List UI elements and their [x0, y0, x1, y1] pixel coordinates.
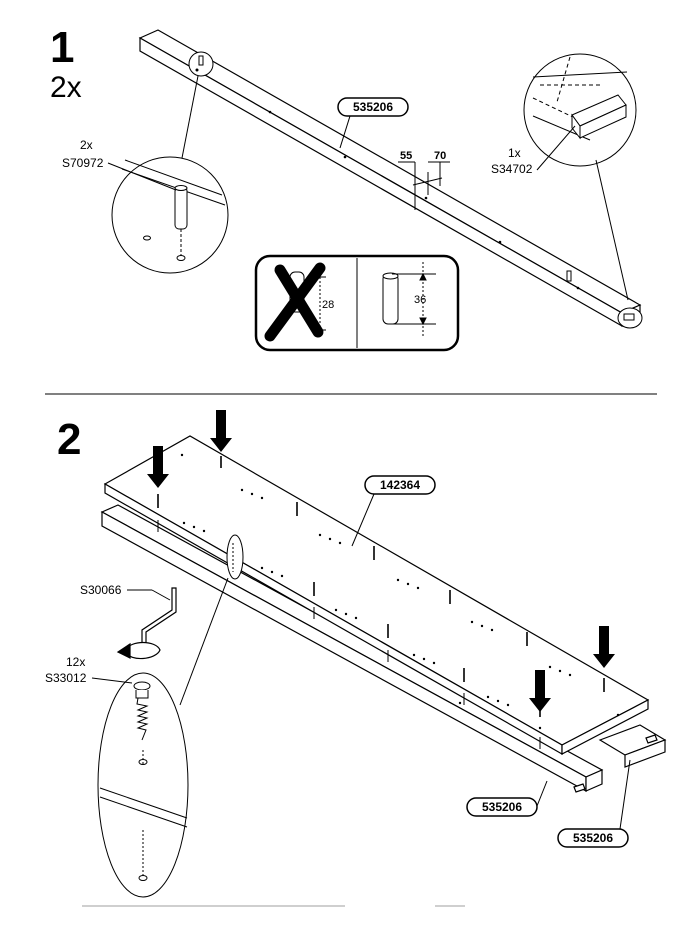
step-2-number: 2 — [57, 415, 81, 464]
board-535206 — [138, 29, 642, 328]
dowel-qty: 2x — [80, 138, 93, 152]
rail-535206-back — [598, 724, 667, 768]
rail-535206-front — [100, 504, 604, 793]
panel-holes — [180, 453, 620, 730]
cam-code: S34702 — [491, 162, 533, 176]
screw-code: S33012 — [45, 671, 87, 685]
part-number: 535206 — [353, 100, 393, 114]
part-label-142364: 142364 — [351, 475, 436, 547]
dowel-leader — [107, 162, 177, 191]
depth-right-illustration — [382, 262, 436, 336]
dimension-70: 70 — [434, 150, 446, 162]
screw-detail-callout — [97, 534, 244, 898]
dimension-marks — [398, 161, 450, 210]
dowel-code: S70972 — [62, 156, 104, 170]
allen-key-tool-icon — [116, 587, 177, 660]
cam-detail-callout — [523, 53, 643, 329]
cam-qty: 1x — [508, 146, 521, 160]
panel-142364 — [103, 435, 650, 756]
part-number: 535206 — [482, 800, 522, 814]
screw-leader — [91, 677, 133, 684]
step-1-number: 1 — [50, 23, 74, 72]
screw-qty: 12x — [66, 655, 85, 669]
part-number: 535206 — [573, 831, 613, 845]
dimension-55: 55 — [400, 150, 412, 162]
prohibited-x-icon — [264, 262, 326, 342]
cam-leader — [536, 125, 576, 171]
part-label-535206-front: 535206 — [466, 780, 548, 817]
board-holes — [268, 110, 580, 290]
part-number: 142364 — [380, 478, 420, 492]
part-label-535206-back: 535206 — [557, 759, 631, 848]
insert-arrow-icons — [147, 410, 615, 712]
depth-check-panel: 28 36 — [254, 254, 460, 352]
depth-right-value: 36 — [414, 294, 426, 306]
step-1-quantity: 2x — [50, 71, 82, 104]
part-label-535206-step1: 535206 — [337, 97, 409, 149]
board-dowel — [566, 270, 572, 282]
tool-leader-2 — [151, 589, 171, 601]
tool-code: S30066 — [80, 583, 122, 597]
depth-wrong-value: 28 — [322, 299, 334, 311]
